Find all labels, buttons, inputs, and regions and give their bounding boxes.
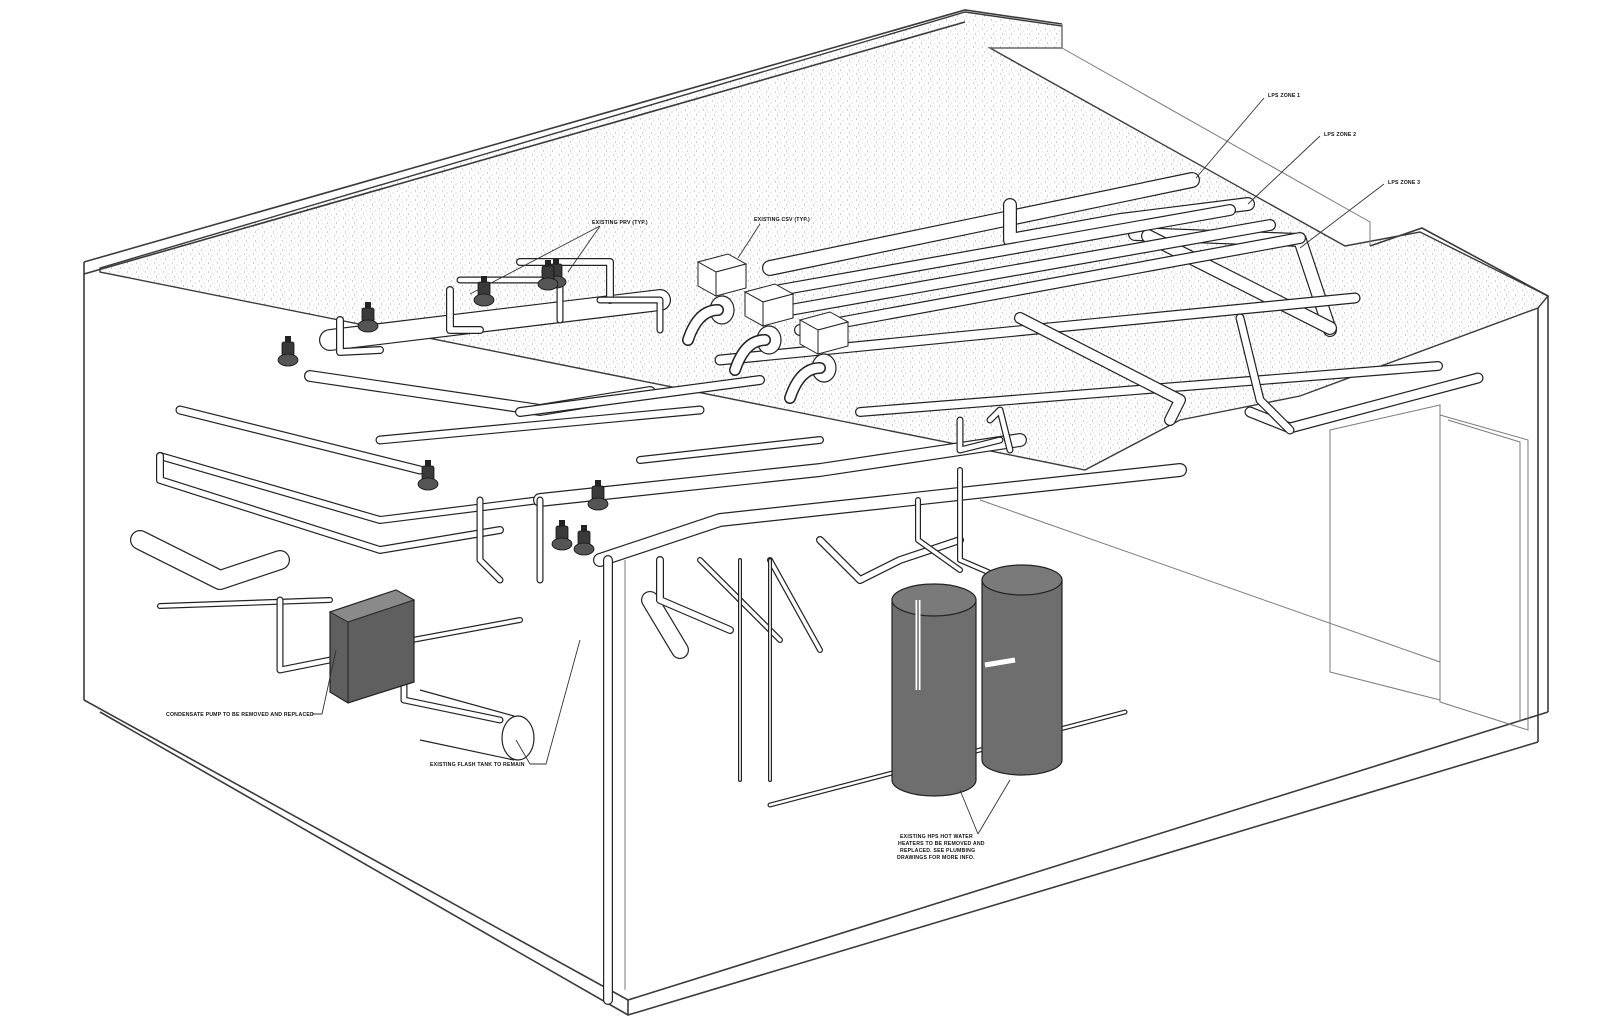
callout-lps-zone-1: LPS ZONE 1 [1268,93,1300,99]
pump-loop [276,596,334,674]
main-parallel-a [774,204,1236,296]
room-shell [83,9,1550,1016]
prv-valve [573,525,595,556]
prv-feed-5 [596,296,664,334]
lower-main [593,463,1187,567]
heater-supply [816,536,964,584]
callout-leaders [312,97,1385,835]
control-valve [729,283,795,376]
cross-main [1014,312,1186,426]
callout-water-heaters-line-3: REPLACED. SEE PLUMBING [900,848,975,854]
left-header [175,405,425,475]
callout-water-heaters-line-1: EXISTING HPS HOT WATER [900,834,973,840]
heater-riser-a [915,497,963,573]
control-valve [682,253,748,346]
callout-existing-prv: EXISTING PRV (TYP.) [592,220,648,226]
callout-lps-zone-2: LPS ZONE 2 [1324,132,1356,138]
flash-tank [419,689,535,761]
lps-zone-3-branch [1141,229,1337,335]
callout-text: LPS ZONE 1 LPS ZONE 2 LPS ZONE 3 EXISTIN… [166,93,1420,861]
header-branch-c [375,405,705,445]
drop-elbow [641,591,689,659]
heater-riser-b [957,467,998,578]
left-loop-upper [156,452,544,524]
main-parallel-b [784,219,1276,316]
ceiling-slab [99,11,1550,471]
callout-existing-csv: EXISTING CSV (TYP.) [754,217,810,223]
prv-valve [551,520,573,551]
riser-zone-3 [1235,313,1295,435]
callout-water-heaters-line-4: DRAWINGS FOR MORE INFO. [897,855,975,861]
condensate-return-main [533,433,1027,507]
lower-branch [636,436,824,464]
equipment [277,253,1063,797]
steam-header [319,289,671,351]
prv-valve [417,460,439,491]
prv-valve [537,260,559,291]
control-valve [784,311,850,404]
lps-zone-2-main [1003,197,1255,247]
header-branch-b [515,375,765,417]
water-heater-right [981,564,1063,776]
drop-e [476,496,504,584]
lps-zone-1-main [762,172,1200,276]
pipe-network [130,172,1484,1005]
heater-gooseneck [956,416,1004,454]
heater-gooseneck-b [986,406,1014,454]
left-lower-large [130,530,290,590]
drop-branch-a [656,556,734,634]
left-lower-small [157,597,333,609]
prv-feed-2 [446,286,484,334]
callout-water-heaters-line-2: HEATERS TO BE REMOVED AND [898,841,985,847]
left-loop-lower [156,452,504,554]
control-valves [682,253,850,404]
callout-condensate-pump: CONDENSATE PUMP TO BE REMOVED AND REPLAC… [166,712,314,718]
callout-lps-zone-3: LPS ZONE 3 [1388,180,1420,186]
main-parallel-c [794,232,1306,336]
water-heater-left [891,583,977,797]
callout-flash-tank: EXISTING FLASH TANK TO REMAIN [430,762,525,768]
prv-valve [357,302,379,333]
door [1439,414,1529,731]
condensate-pump [328,589,416,704]
prv-feed-1 [336,316,384,356]
prv-valve [587,480,609,511]
prv-valve [473,276,495,307]
drop-branch-c [767,557,823,653]
prv-valve [277,336,299,367]
tank-connection [400,678,504,724]
prv-stations [277,258,609,556]
